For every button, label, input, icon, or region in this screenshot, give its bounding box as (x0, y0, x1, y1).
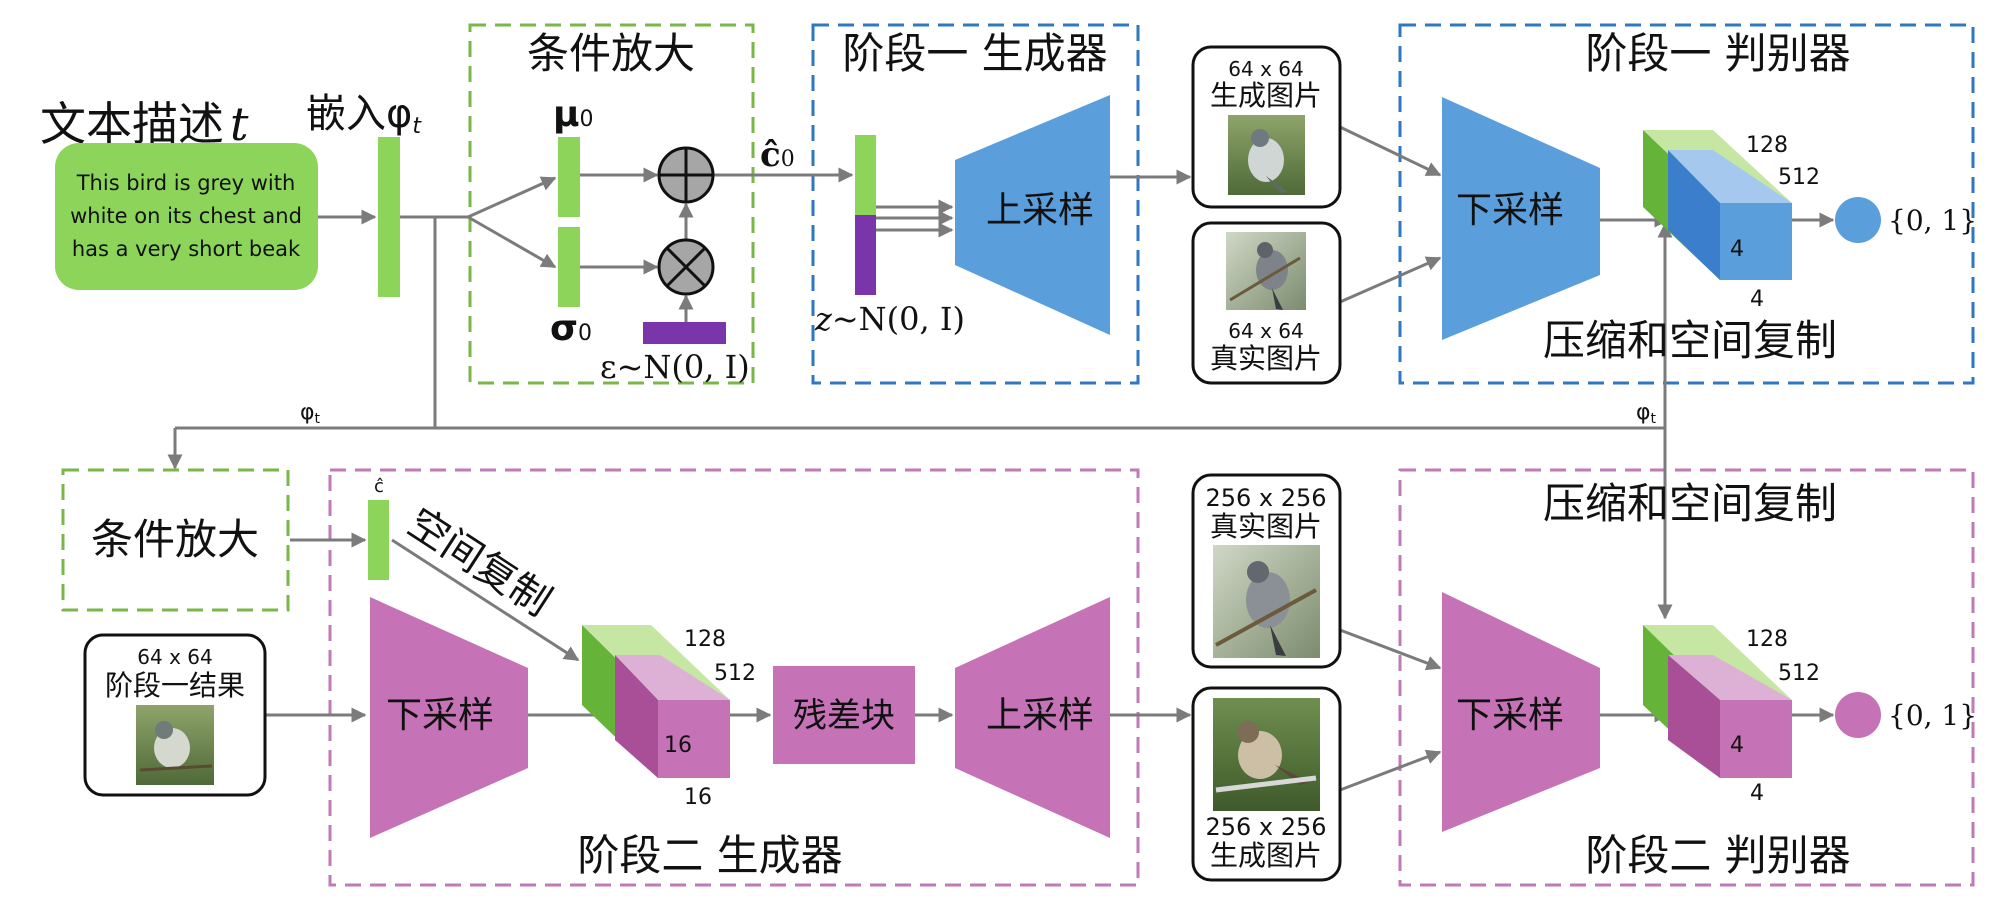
phi-label-left: φt (300, 400, 321, 427)
stage2-upsample-block (955, 597, 1110, 838)
embedding-vector (378, 137, 400, 297)
stage2-discriminator-downsample-label: 下采样 (1456, 695, 1564, 736)
stage2-real-label: 真实图片 (1210, 510, 1322, 543)
bird-thumbnail-image (1213, 545, 1320, 658)
stage2-generated-label: 生成图片 (1210, 839, 1322, 872)
stage2-discriminator-region (1398, 468, 1975, 887)
multiply-operator-icon (657, 238, 715, 296)
stage2-gen-dim-channels: 512 (714, 661, 756, 686)
conditioning-stage2-title: 条件放大 (91, 515, 259, 564)
stage2-feature-cube (582, 625, 730, 778)
stage2-real-size: 256 x 256 (1205, 484, 1326, 512)
stage2-discriminator-feature-cube (1643, 625, 1792, 778)
stage2-real-image-card: 256 x 256 真实图片 (1191, 473, 1342, 669)
stage1-dim-inner: 4 (1730, 237, 1744, 262)
stage1-result-card: 64 x 64 阶段一结果 (83, 633, 267, 797)
stage1-discriminator-region (1398, 23, 1975, 385)
z-noise-vector (855, 215, 876, 295)
c0-label: ĉ0 (760, 135, 795, 175)
conditioning-stage2-region (61, 468, 290, 612)
conditioning-stage1-region (468, 23, 755, 385)
stage2-discriminator-caption: 压缩和空间复制 (1543, 479, 1837, 528)
text-description-line-3: has a very short beak (72, 237, 301, 261)
residual-block (773, 666, 915, 764)
epsilon-vector (643, 322, 726, 344)
stage1-feature-cube (1643, 130, 1792, 280)
bird-thumbnail-image (1228, 115, 1305, 195)
stage1-downsample-label: 下采样 (1456, 190, 1564, 231)
bird-thumbnail-image (1226, 232, 1306, 310)
stage2-discriminator-title: 阶段二 判别器 (1585, 831, 1850, 880)
mu-vector (558, 137, 580, 217)
stage1-generated-size: 64 x 64 (1228, 57, 1303, 81)
stage2-dim-top: 128 (1746, 627, 1788, 652)
stage1-upsample-block (955, 95, 1110, 335)
plus-operator-icon (657, 146, 715, 204)
stage2-gen-dim-top: 128 (684, 627, 726, 652)
stage2-downsample-label: 下采样 (386, 695, 494, 736)
sigma-vector (558, 227, 580, 307)
stage1-discriminator-caption: 压缩和空间复制 (1543, 316, 1837, 365)
phi-label-right: φt (1636, 400, 1657, 427)
stage2-gen-dim-bottom: 16 (684, 785, 712, 810)
stage2-output-node (1835, 692, 1881, 738)
stage2-generated-image-card: 256 x 256 生成图片 (1191, 686, 1342, 882)
spatial-copy-label: 空间复制 (400, 500, 559, 626)
stage1-discriminator-title: 阶段一 判别器 (1585, 29, 1850, 78)
stage1-output-label: {0, 1} (1888, 204, 1977, 237)
stage2-dim-bottom: 4 (1750, 781, 1764, 806)
stage2-downsample-block (370, 597, 528, 838)
stage1-downsample-block (1442, 97, 1600, 340)
text-description-line-1: This bird is grey with (76, 171, 296, 195)
stage2-generator-title: 阶段二 生成器 (577, 831, 842, 880)
stage1-real-size: 64 x 64 (1228, 319, 1303, 343)
embedding-label: 嵌入φt (306, 91, 422, 139)
stage1-dim-bottom: 4 (1750, 287, 1764, 312)
sigma-label: σ0 (550, 308, 592, 349)
stage1-generator-region (811, 23, 1140, 385)
epsilon-label: ε~N(0, I) (600, 348, 750, 386)
stage1-generated-image-card: 64 x 64 生成图片 (1191, 45, 1342, 209)
stage2-generator-region (328, 468, 1140, 887)
stage2-discriminator-downsample-block (1442, 592, 1600, 832)
stage1-dim-top: 128 (1746, 133, 1788, 158)
c0-vector (855, 135, 876, 215)
c-hat-label: ĉ (374, 476, 384, 497)
stage2-dim-channels: 512 (1778, 661, 1820, 686)
stage2-dim-inner: 4 (1730, 733, 1744, 758)
stage1-result-size: 64 x 64 (137, 645, 212, 669)
stage1-upsample-label: 上采样 (986, 190, 1094, 231)
residual-block-label: 残差块 (793, 696, 895, 736)
stage1-generator-title: 阶段一 生成器 (842, 29, 1107, 78)
stage1-real-image-card: 64 x 64 真实图片 (1191, 221, 1342, 385)
stage1-real-label: 真实图片 (1210, 342, 1322, 375)
stage1-dim-channels: 512 (1778, 165, 1820, 190)
stage2-gen-dim-inner: 16 (664, 733, 692, 758)
text-description-box (55, 143, 318, 290)
stage1-output-node (1835, 197, 1881, 243)
z-noise-label: z~N(0, I) (814, 300, 965, 338)
bird-thumbnail-image (136, 705, 214, 785)
bird-thumbnail-image (1213, 698, 1320, 811)
stage1-generated-label: 生成图片 (1210, 79, 1322, 112)
stage1-result-label: 阶段一结果 (105, 669, 245, 702)
text-description-line-2: white on its chest and (70, 204, 302, 228)
mu-label: μ0 (553, 94, 594, 135)
stage2-upsample-label: 上采样 (986, 695, 1094, 736)
stage2-generated-size: 256 x 256 (1205, 813, 1326, 841)
stage2-output-label: {0, 1} (1888, 699, 1977, 732)
conditioning-stage1-title: 条件放大 (527, 29, 695, 78)
c-hat-vector (368, 500, 389, 580)
